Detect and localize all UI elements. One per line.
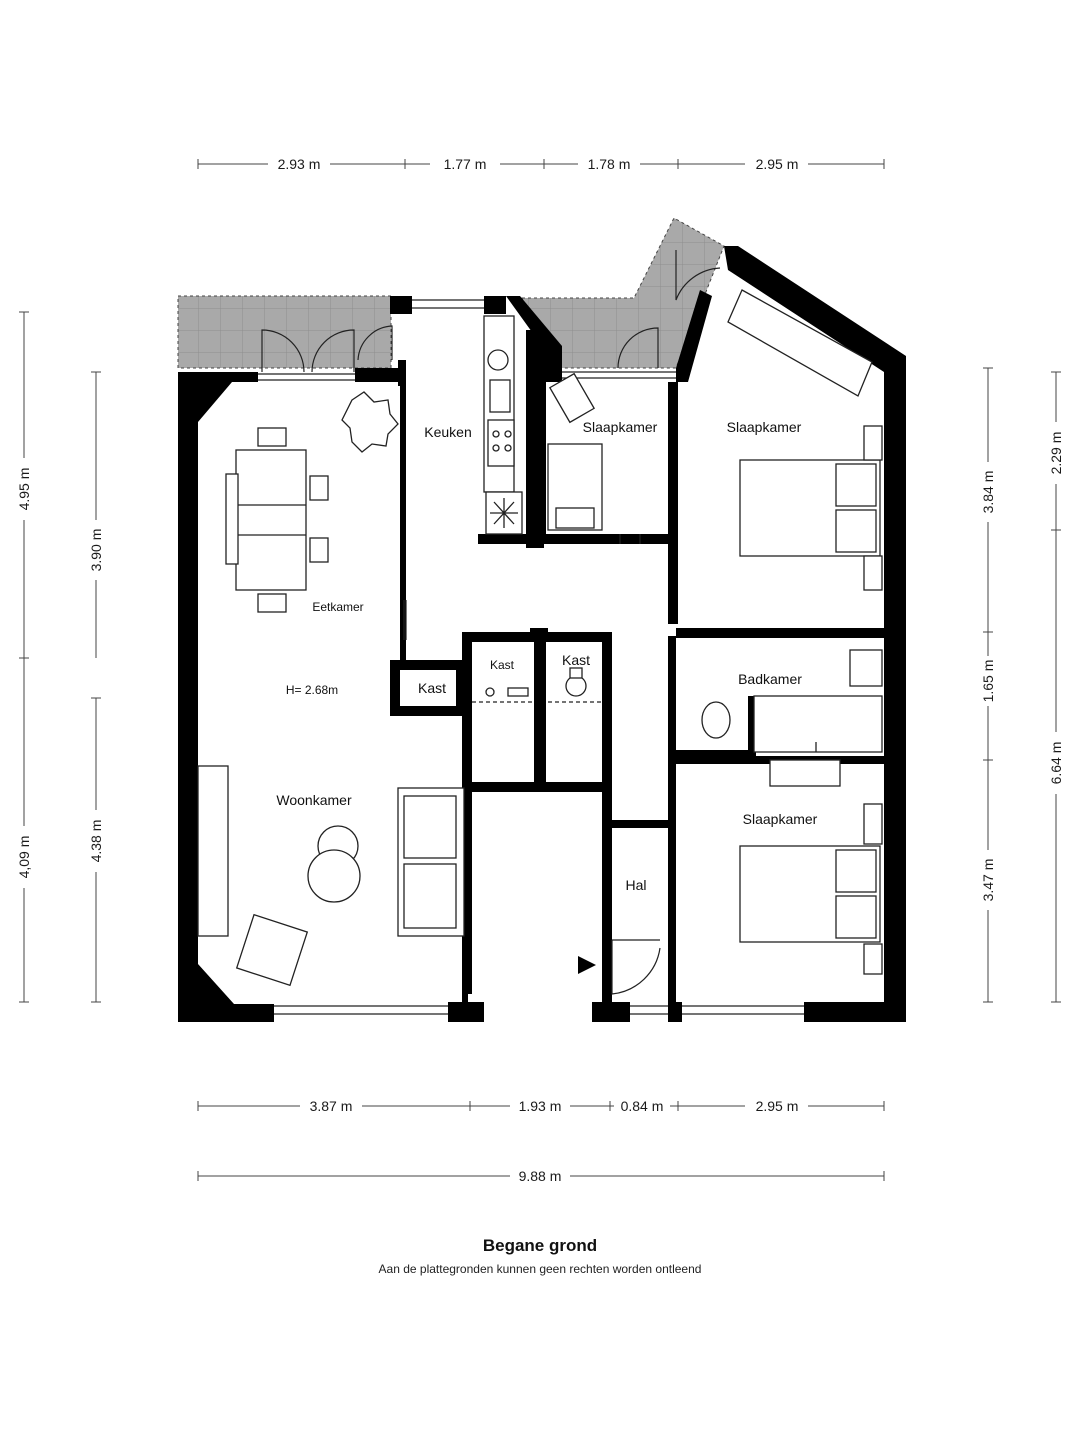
dim-bottom-2: 1.93 m — [519, 1098, 562, 1114]
dim-total: 9.88 m — [519, 1168, 562, 1184]
dining-table — [235, 449, 307, 591]
dim-left-inner-2: 4.38 m — [88, 820, 104, 863]
dim-top-3: 1.78 m — [588, 156, 631, 172]
armchair — [235, 913, 309, 987]
room-labels: Eetkamer H= 2.68m Woonkamer Keuken Slaap… — [276, 419, 817, 893]
wall-right-outer — [724, 246, 906, 1022]
dim-right-outer-1: 2.29 m — [1048, 432, 1064, 475]
dimension-labels: 2.93 m 1.77 m 1.78 m 2.95 m 3.87 m 1.93 … — [16, 156, 1064, 1184]
label-woonkamer: Woonkamer — [276, 792, 352, 808]
label-slaapkamer-bottom: Slaapkamer — [743, 811, 818, 827]
dimension-lines — [19, 159, 1061, 1181]
plan-title: Begane grond — [482, 1236, 598, 1255]
label-kast-right: Kast — [562, 652, 590, 668]
dim-bottom-1: 3.87 m — [310, 1098, 353, 1114]
entrance-arrow-icon — [578, 956, 596, 974]
doors — [261, 250, 721, 995]
label-kast-left: Kast — [418, 680, 446, 696]
terraces — [177, 217, 725, 369]
dim-right-outer-2: 6.64 m — [1048, 742, 1064, 785]
label-kast-mid: Kast — [490, 658, 515, 672]
label-keuken: Keuken — [424, 424, 471, 440]
terrace-left — [177, 295, 392, 369]
dim-left-outer-1: 4.95 m — [16, 468, 32, 511]
dim-bottom-3: 0.84 m — [621, 1098, 664, 1114]
furniture — [197, 289, 883, 987]
dim-right-inner-3: 3.47 m — [980, 859, 996, 902]
label-badkamer: Badkamer — [738, 671, 802, 687]
label-ceiling-height: H= 2.68m — [286, 683, 338, 697]
label-hal: Hal — [625, 877, 646, 893]
dim-right-inner-2: 1.65 m — [980, 660, 996, 703]
dim-right-inner-1: 3.84 m — [980, 471, 996, 514]
label-slaapkamer-top: Slaapkamer — [727, 419, 802, 435]
dim-top-1: 2.93 m — [278, 156, 321, 172]
wall-left-outer — [178, 372, 274, 1022]
dim-bottom-4: 2.95 m — [756, 1098, 799, 1114]
coffee-table-large — [307, 849, 361, 903]
dim-left-outer-2: 4,09 m — [16, 836, 32, 879]
dim-top-4: 2.95 m — [756, 156, 799, 172]
label-eetkamer: Eetkamer — [312, 600, 363, 614]
plant-icon — [341, 391, 399, 453]
plan-disclaimer: Aan de plattegronden kunnen geen rechten… — [378, 1262, 702, 1276]
label-slaapkamer-small: Slaapkamer — [583, 419, 658, 435]
plan-caption: Begane grond Aan de plattegronden kunnen… — [0, 1236, 1080, 1276]
dim-left-inner-1: 3.90 m — [88, 529, 104, 572]
windows — [258, 299, 804, 1015]
dim-top-2: 1.77 m — [444, 156, 487, 172]
